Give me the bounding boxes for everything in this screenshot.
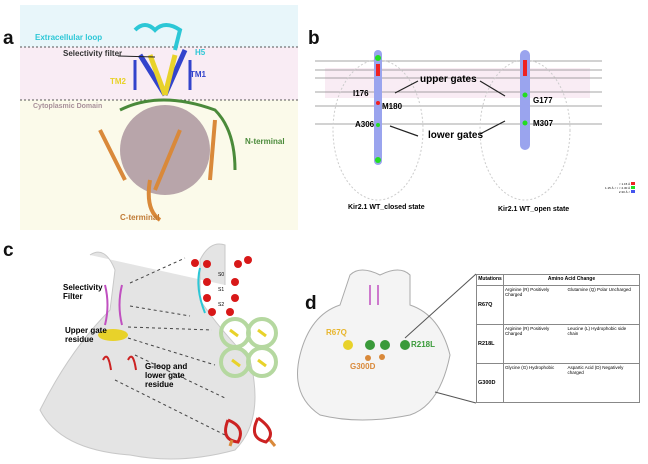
table-callout-lines [404,273,477,404]
col-amino-acid-change: Amino Acid Change [503,274,640,286]
upper-gates-label: upper gates [420,74,477,85]
selectivity-filter-inset [191,256,252,316]
a306-label: A306 [355,120,375,129]
g-loop-label: G-loop and lower gate residue [145,362,188,389]
upper-gate-inset [219,317,278,378]
col-mutations: Mutations [476,274,504,286]
open-state-structure [479,50,571,201]
g177-label: G177 [533,96,553,105]
tm1-label: TM1 [190,70,206,79]
legend-item: 2.30 Å < [605,190,636,194]
c-terminal-label: C-terminal [120,213,160,222]
channel-surface-mesh [39,243,256,460]
zoom-callout-lines [114,257,226,436]
mutant-channel-structure [297,269,451,421]
ion-binding-sites: S0 S1 S2 [218,268,224,313]
panel-label-a: a [3,28,14,49]
selectivity-filter-label: Selectivity filter [63,49,123,58]
kir21-structure-ribbon [98,23,237,222]
extracellular-loop-label: Extracellular loop [35,33,103,42]
site-s2: S2 [218,302,225,308]
site-s1: S1 [218,287,225,293]
panel-label-b: b [308,28,320,49]
m180-label: M180 [382,102,403,111]
m307-label: M307 [533,119,554,128]
r67q-label: R67Q [326,328,347,337]
closed-state-structure [332,50,424,201]
pore-radius-legend: < 1.15 Å 1.15 Å < r < 2.30 Å 2.30 Å < [605,182,636,194]
open-state-caption: Kir2.1 WT_open state [498,206,570,213]
membrane-band [325,68,590,98]
upper-gate-residue-label: Upper gate residue [65,326,107,344]
g-loop-inset [224,416,277,447]
closed-state-caption: Kir2.1 WT_closed state [348,204,425,211]
tm2-label: TM2 [110,77,126,86]
cytoplasmic-domain-label: Cytoplasmic Domain [33,103,103,110]
selectivity-filter-arrow [117,55,156,58]
gate-arrows [389,80,506,137]
g300d-label: G300D [350,362,376,371]
n-terminal-label: N-terminal [245,137,285,146]
selectivity-filter-c-label: Selectivity Filter [63,283,103,301]
legend-item: < 1.15 Å [605,182,636,186]
gate-reference-lines [315,60,602,125]
h5-label: H5 [195,48,206,57]
panel-label-c: c [3,240,14,261]
site-s0: S0 [218,272,225,278]
i176-label: I176 [353,89,369,98]
r218l-label: R218L [411,340,436,349]
legend-item: 1.15 Å < r < 2.30 Å [605,186,636,190]
lower-gates-label: lower gates [428,130,484,141]
panel-label-d: d [305,293,317,314]
